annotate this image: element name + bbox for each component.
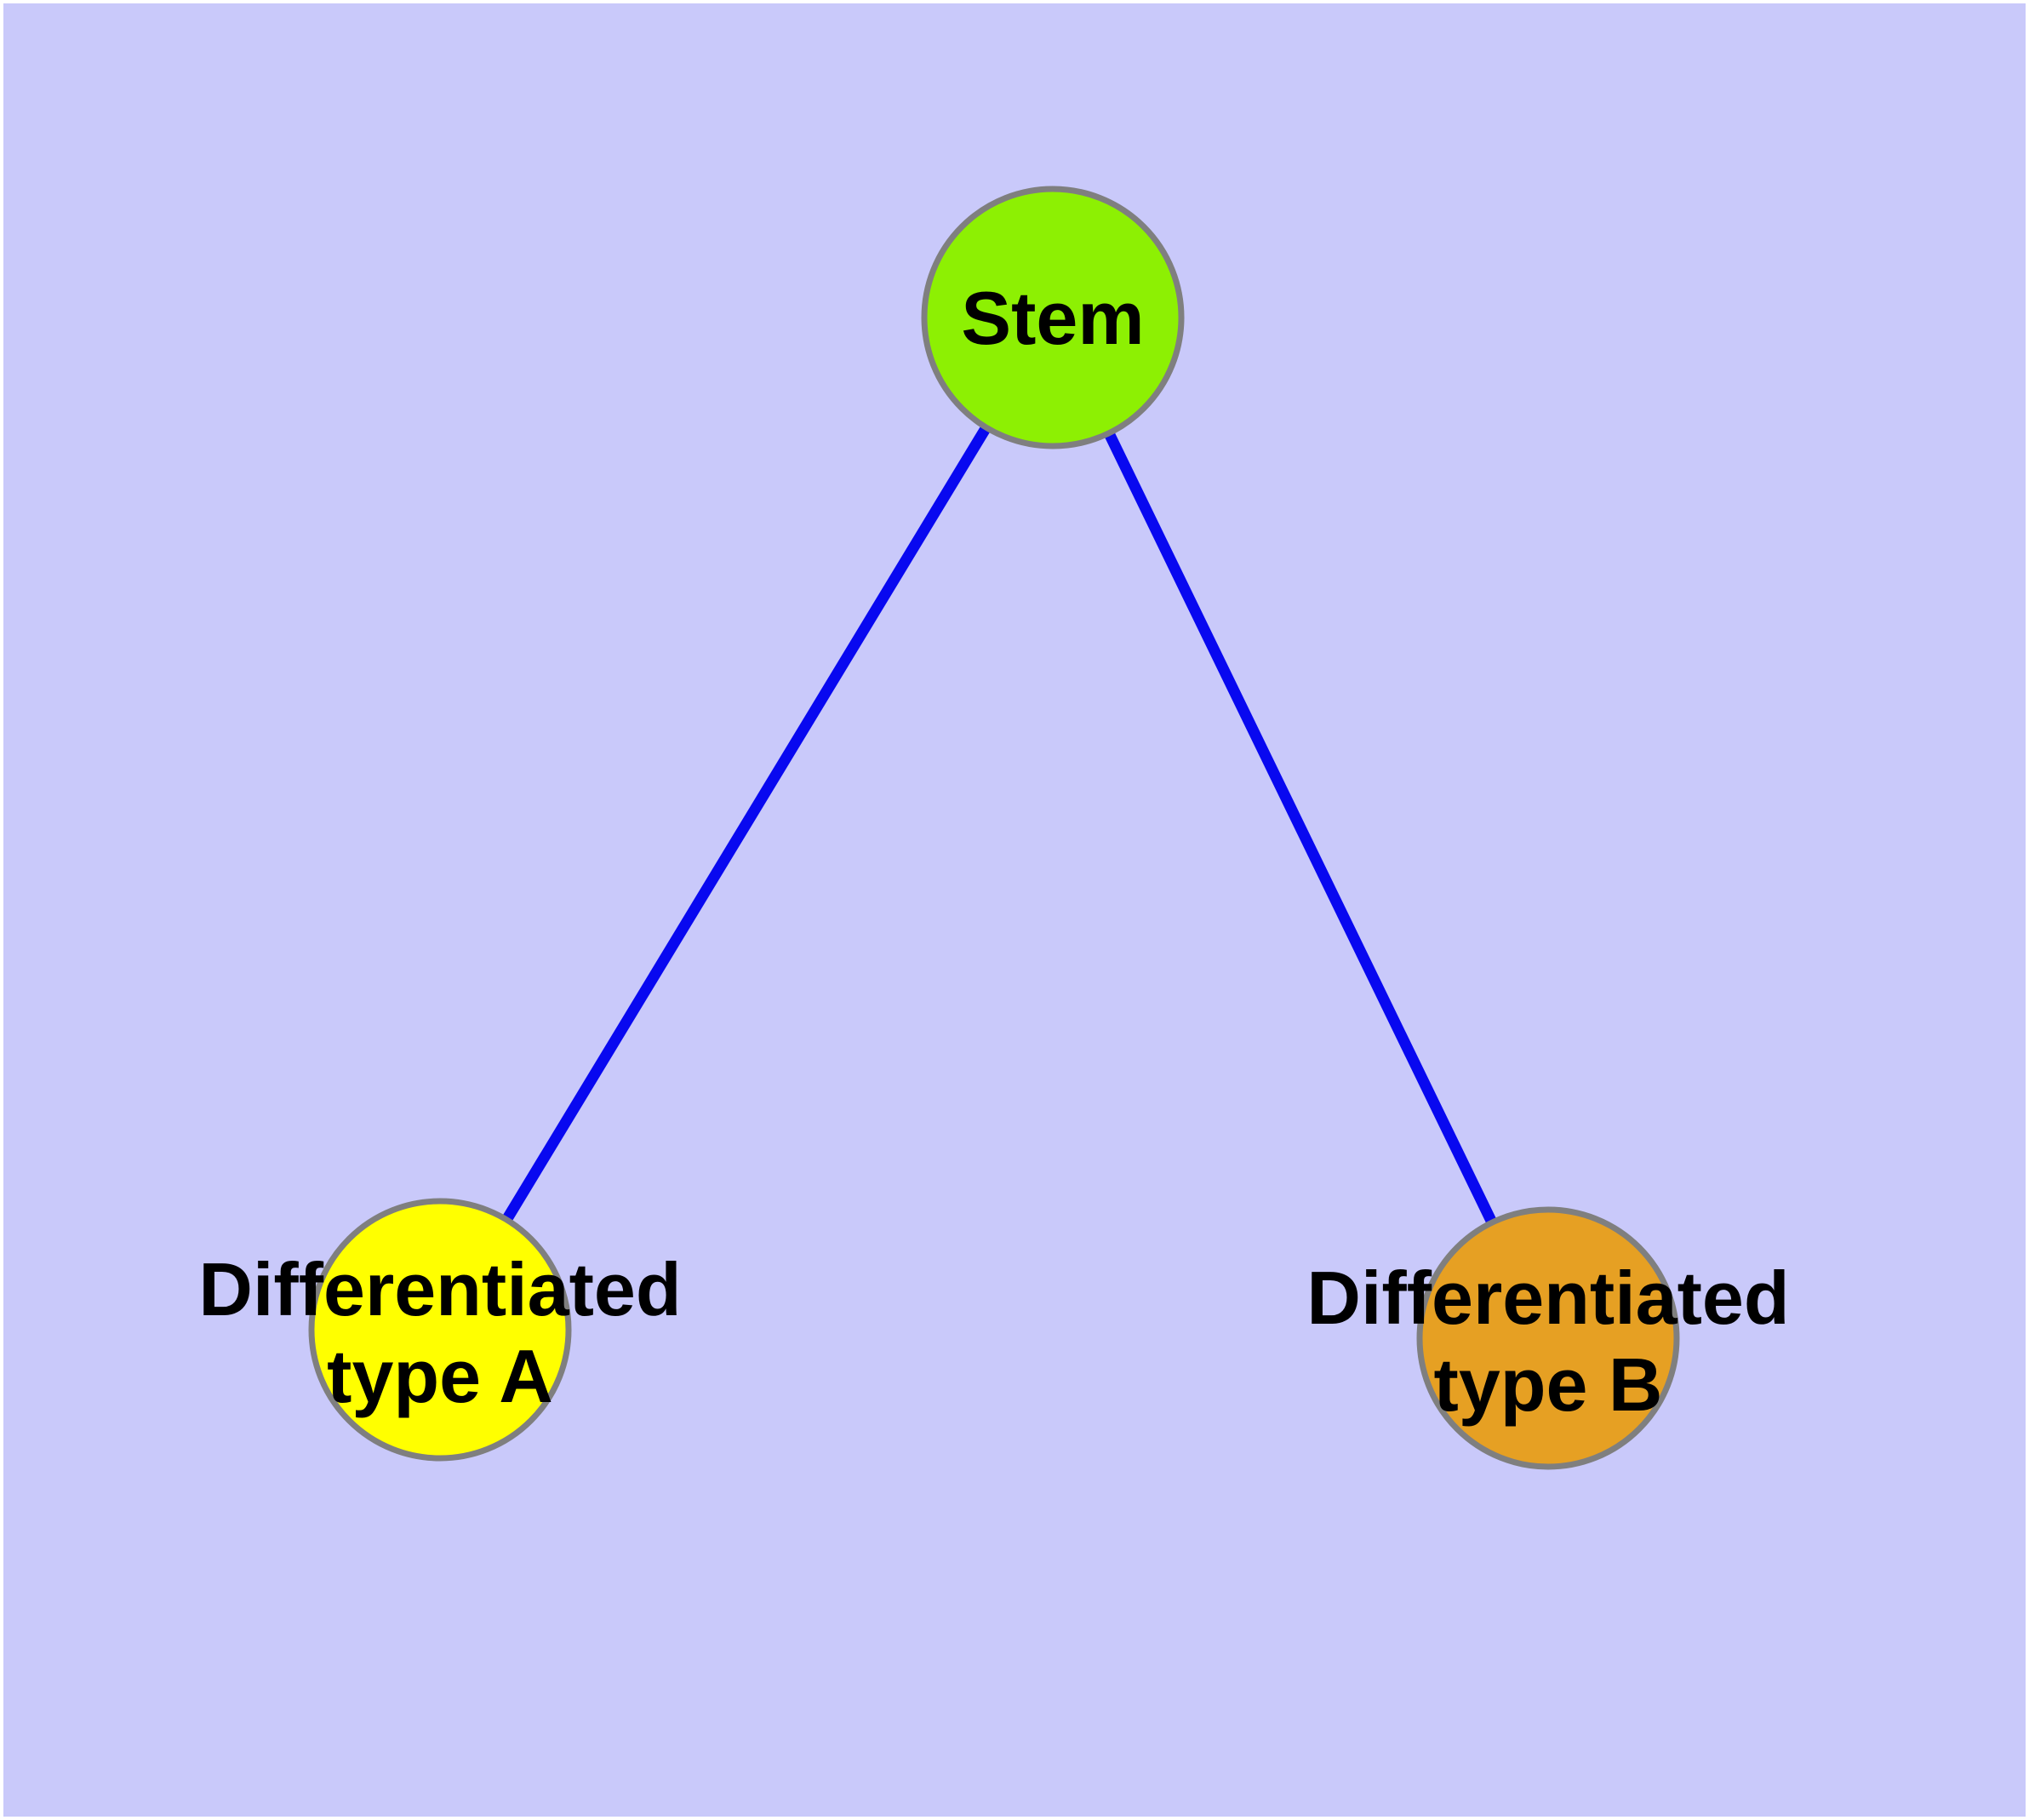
differentiated-type-b-label-line2: type B [1434, 1342, 1663, 1427]
edge-stem-to-type-a [435, 314, 1058, 1333]
differentiated-type-b-node [1416, 1206, 1680, 1470]
differentiated-type-a-label-line2: type A [327, 1334, 553, 1418]
stem-node [921, 186, 1185, 449]
edge-stem-to-type-b [1048, 315, 1553, 1341]
differentiated-type-a-label-line1: Differentiated [198, 1247, 681, 1331]
differentiated-type-a-node [308, 1198, 572, 1462]
stem-node-label: Stem [961, 276, 1144, 360]
differentiated-type-b-label-line1: Differentiated [1306, 1256, 1789, 1340]
